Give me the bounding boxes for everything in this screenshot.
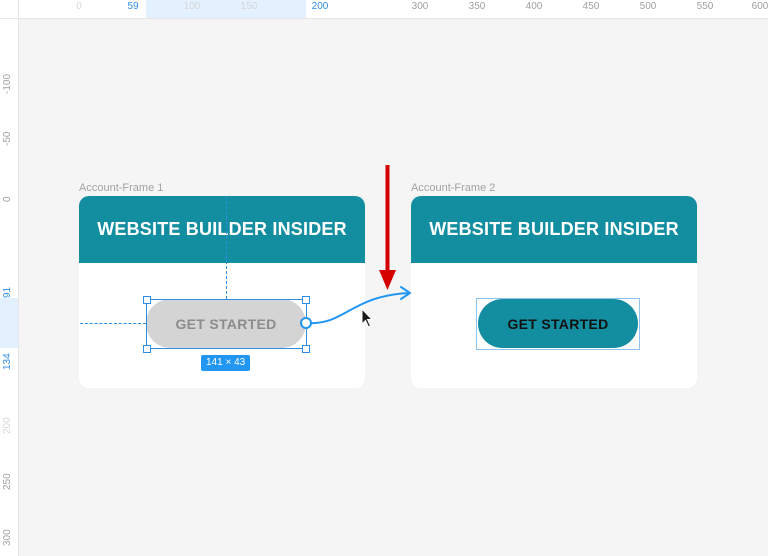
account-frame-2[interactable]: WEBSITE BUILDER INSIDER	[411, 196, 697, 388]
get-started-button-frame-1[interactable]: GET STARTED	[146, 299, 306, 348]
ruler-tick: 0	[76, 1, 82, 12]
frame-title: WEBSITE BUILDER INSIDER	[429, 219, 679, 239]
hover-target-box	[476, 298, 640, 350]
red-arrow-icon	[379, 165, 396, 290]
ruler-tick: 450	[582, 1, 600, 12]
ruler-tick: 550	[696, 1, 714, 12]
mouse-cursor-icon	[361, 307, 374, 328]
measure-guide-horizontal	[80, 323, 146, 324]
ruler-tick: 59	[127, 1, 139, 12]
resize-handle-bottom-left[interactable]	[143, 345, 151, 353]
measure-guide-vertical	[226, 196, 227, 299]
frame-header: WEBSITE BUILDER INSIDER	[79, 196, 365, 263]
ruler-tick: 350	[468, 1, 486, 12]
frame-label-1[interactable]: Account-Frame 1	[79, 182, 164, 194]
ruler-tick: 500	[639, 1, 657, 12]
ruler-selection-highlight-x	[146, 0, 306, 18]
account-frame-1[interactable]: WEBSITE BUILDER INSIDER	[79, 196, 365, 388]
resize-handle-top-right[interactable]	[302, 296, 310, 304]
ruler-tick: 600	[751, 1, 768, 12]
frame-label-2[interactable]: Account-Frame 2	[411, 182, 496, 194]
resize-handle-top-left[interactable]	[143, 296, 151, 304]
ruler-selection-highlight-y	[0, 298, 18, 348]
connector-node[interactable]	[300, 317, 312, 329]
size-badge: 141 × 43	[201, 355, 251, 371]
horizontal-ruler: 0 59 100 150 200 300 350 400 450 500 550…	[0, 0, 768, 19]
ruler-corner	[0, 0, 19, 19]
frame-header: WEBSITE BUILDER INSIDER	[411, 196, 697, 263]
ruler-tick: 100	[183, 1, 201, 12]
frame-title: WEBSITE BUILDER INSIDER	[97, 219, 347, 239]
prototype-connector[interactable]	[305, 286, 411, 325]
ruler-tick: 150	[240, 1, 258, 12]
ruler-tick: 300	[411, 1, 429, 12]
vertical-ruler: -100 -50 0 91 134 200 250 300	[0, 18, 19, 556]
ruler-tick: 200	[311, 1, 329, 12]
resize-handle-bottom-right[interactable]	[302, 345, 310, 353]
get-started-button-frame-2[interactable]: GET STARTED	[478, 299, 638, 348]
ruler-tick: 400	[525, 1, 543, 12]
